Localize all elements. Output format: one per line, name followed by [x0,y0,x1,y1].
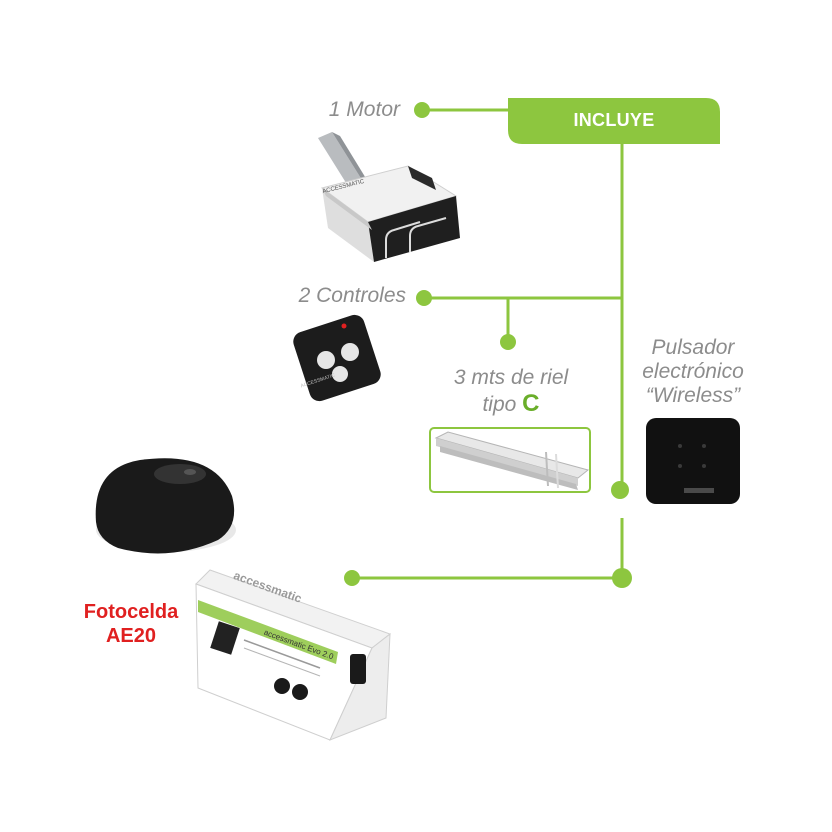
rail-dot [500,334,516,350]
button-label-line2: electrónico [642,360,744,383]
box-dot-left [344,570,360,586]
controls-label: 2 Controles [298,284,406,307]
rail-label-line2: tipo C [438,392,584,417]
box-dot-right [612,568,632,588]
rail-label: 3 mts de riel tipo C [438,366,584,417]
connector-lines [352,108,624,580]
controls-dot [416,290,432,306]
motor-image [318,132,460,262]
wireless-button-image [646,418,740,504]
button-label-line3: “Wireless” [645,384,741,407]
motor-dot [414,102,430,118]
photocell-label-line2: AE20 [105,625,157,647]
rail-type-letter: C [522,390,540,417]
rail-label-line1: 3 mts de riel [453,366,569,389]
button-label-line1: Pulsador [651,336,735,359]
photocell-label: Fotocelda AE20 [76,600,186,648]
button-dot [611,481,629,499]
motor-label: 1 Motor [328,98,400,121]
rail-type-prefix: tipo [482,393,517,416]
photocell-label-line1: Fotocelda [83,601,179,623]
photocell-image [95,458,236,554]
includes-banner [508,98,720,144]
includes-label: INCLUYE [573,110,655,130]
rail-image [429,427,591,493]
remote-control-image [293,314,381,402]
wireless-button-label: Pulsador electrónico “Wireless” [630,336,756,408]
product-box-image [195,569,392,741]
connector-dots [344,102,632,588]
